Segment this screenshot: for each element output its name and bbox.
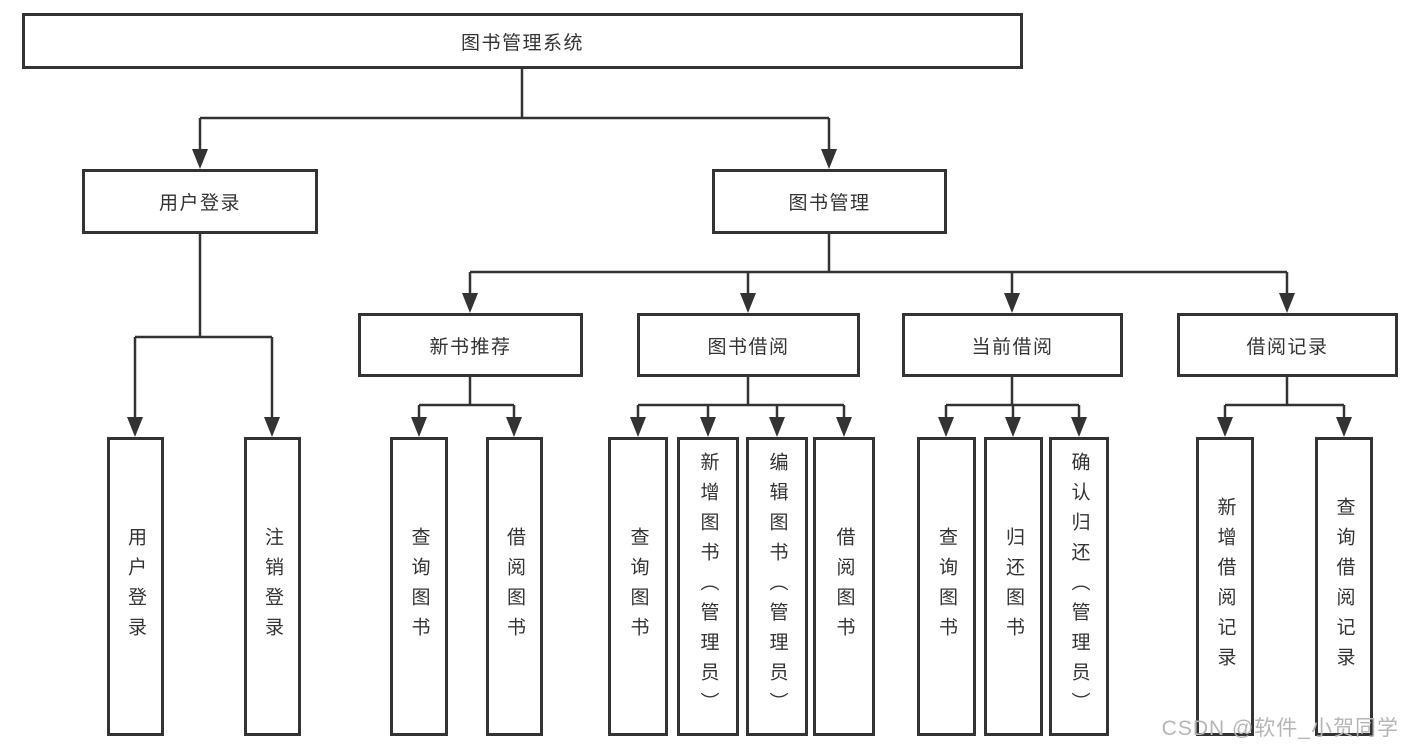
leaf-borrow-books-borrowing: 借阅图书 bbox=[813, 437, 875, 736]
node-library-management-system: 图书管理系统 bbox=[22, 13, 1023, 69]
leaf-query-borrow-record: 查询借阅记录 bbox=[1315, 437, 1373, 736]
leaf-add-borrow-record: 新增借阅记录 bbox=[1196, 437, 1254, 736]
node-book-management-label: 图书管理 bbox=[788, 193, 871, 214]
leaf-user-login: 用户登录 bbox=[107, 437, 164, 736]
node-borrowing-records: 借阅记录 bbox=[1177, 313, 1398, 377]
node-library-management-system-label: 图书管理系统 bbox=[460, 32, 584, 54]
leaf-edit-book-admin: 编辑图书（管理员） bbox=[746, 437, 808, 736]
node-book-borrowing: 图书借阅 bbox=[637, 313, 860, 377]
node-book-borrowing-label: 图书借阅 bbox=[707, 336, 790, 358]
node-user-login: 用户登录 bbox=[82, 169, 318, 234]
node-book-management: 图书管理 bbox=[712, 169, 947, 234]
arrowheads bbox=[127, 149, 1352, 437]
leaf-borrow-books-borrowing-label: 借阅图书 bbox=[833, 526, 855, 647]
leaf-query-books-borrowing: 查询图书 bbox=[608, 437, 668, 736]
leaf-borrow-books-recommend-label: 借阅图书 bbox=[504, 526, 525, 647]
leaf-query-books-recommend-label: 查询图书 bbox=[408, 526, 430, 647]
leaf-confirm-return-admin: 确认归还（管理员） bbox=[1049, 437, 1109, 736]
csdn-watermark: CSDN @软件_小贺同学 bbox=[1161, 717, 1399, 740]
leaf-query-books-recommend: 查询图书 bbox=[390, 437, 448, 736]
node-new-book-recommendation: 新书推荐 bbox=[358, 313, 583, 377]
leaf-query-books-current: 查询图书 bbox=[917, 437, 976, 736]
leaf-add-book-admin-label: 新增图书（管理员） bbox=[697, 451, 719, 722]
leaf-user-login-label: 用户登录 bbox=[125, 526, 146, 647]
leaf-add-book-admin: 新增图书（管理员） bbox=[677, 437, 739, 736]
node-new-book-recommendation-label: 新书推荐 bbox=[429, 336, 512, 358]
leaf-query-books-current-label: 查询图书 bbox=[936, 526, 957, 647]
leaf-query-borrow-record-label: 查询借阅记录 bbox=[1333, 496, 1355, 677]
node-current-borrowing: 当前借阅 bbox=[902, 313, 1123, 377]
leaf-return-book: 归还图书 bbox=[984, 437, 1043, 736]
leaf-logout-label: 注销登录 bbox=[262, 526, 283, 647]
leaf-add-borrow-record-label: 新增借阅记录 bbox=[1214, 496, 1236, 677]
leaf-query-books-borrowing-label: 查询图书 bbox=[627, 526, 649, 647]
node-current-borrowing-label: 当前借阅 bbox=[971, 336, 1054, 358]
leaf-confirm-return-admin-label: 确认归还（管理员） bbox=[1068, 451, 1090, 722]
leaf-borrow-books-recommend: 借阅图书 bbox=[486, 437, 543, 736]
node-borrowing-records-label: 借阅记录 bbox=[1246, 336, 1329, 358]
tree-branch-lines bbox=[133, 69, 1346, 419]
node-user-login-label: 用户登录 bbox=[158, 193, 241, 214]
leaf-edit-book-admin-label: 编辑图书（管理员） bbox=[766, 451, 788, 722]
leaf-logout: 注销登录 bbox=[244, 437, 301, 736]
leaf-return-book-label: 归还图书 bbox=[1003, 526, 1024, 647]
